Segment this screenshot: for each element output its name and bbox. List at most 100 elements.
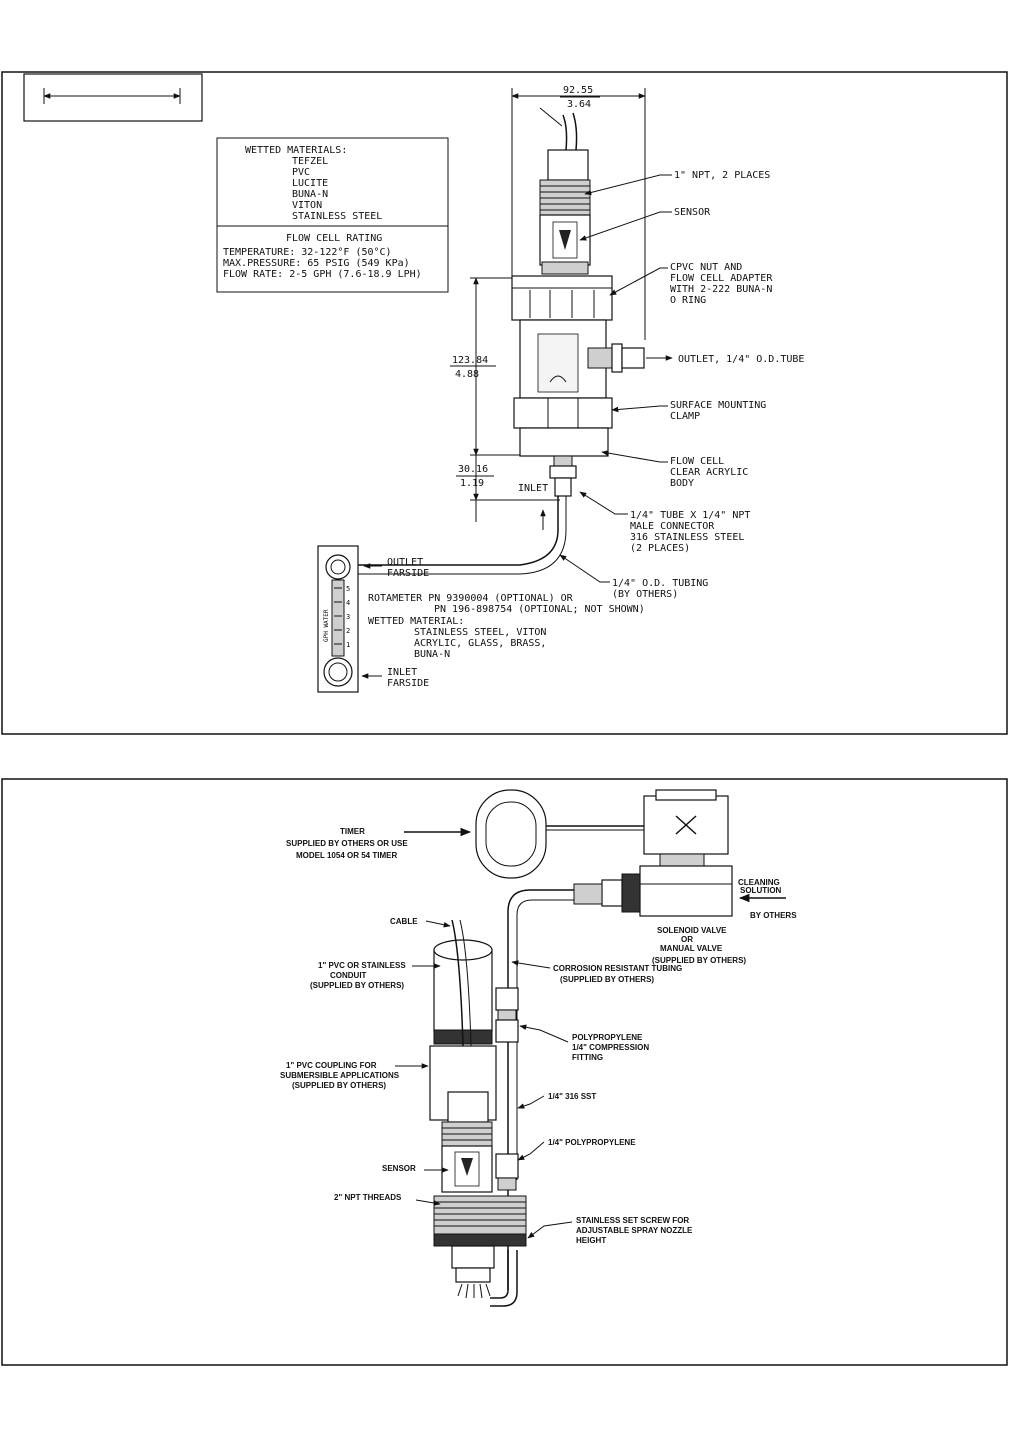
solenoid-valve [573, 789, 786, 917]
callout-cpvc: CPVC NUT AND [670, 262, 742, 273]
callout-rot-material: ACRYLIC, GLASS, BRASS, [414, 638, 546, 649]
callout-rot-material: BUNA-N [414, 649, 450, 660]
rotameter: 5 4 3 2 1 GPH WATER [317, 545, 359, 693]
callout-threads: 2" NPT THREADS [334, 1193, 402, 1202]
callout-timer: SUPPLIED BY OTHERS OR USE [286, 839, 408, 848]
material-item: LUCITE [292, 178, 328, 189]
timer [404, 789, 644, 879]
sensor-cap [547, 149, 589, 181]
material-item: TEFZEL [292, 156, 328, 167]
dim-width-mm: 92.55 [563, 85, 593, 96]
callout-cpvc: WITH 2-222 BUNA-N [670, 284, 772, 295]
material-item: PVC [292, 167, 310, 178]
callout-valve: (SUPPLIED BY OTHERS) [652, 956, 746, 965]
callout-cpvc: FLOW CELL ADAPTER [670, 273, 773, 284]
callout-tubing: (SUPPLIED BY OTHERS) [560, 975, 654, 984]
callout-cleaning: CLEANING [738, 878, 780, 887]
dim-width-in: 3.64 [567, 99, 591, 110]
materials-box: WETTED MATERIALS: TEFZEL PVC LUCITE BUNA… [216, 137, 449, 293]
callout-setscrew: ADJUSTABLE SPRAY NOZZLE [576, 1226, 693, 1235]
rating-flow: FLOW RATE: 2-5 GPH (7.6-18.9 LPH) [223, 269, 422, 280]
corrosion-tubing [507, 889, 574, 1290]
callout-connector: (2 PLACES) [630, 543, 690, 554]
material-item: BUNA-N [292, 189, 328, 200]
mounting-clamp [513, 397, 613, 429]
top-panel: WETTED MATERIALS: TEFZEL PVC LUCITE BUNA… [1, 71, 1008, 735]
npt-nut [433, 1195, 527, 1307]
callout-flowcell: BODY [670, 478, 694, 489]
material-item: STAINLESS STEEL [292, 211, 382, 222]
rotameter-tick: 1 [346, 641, 350, 649]
compression-fittings [495, 987, 519, 1191]
callout-connector: 316 STAINLESS STEEL [630, 532, 744, 543]
rotameter-label: GPH WATER [323, 609, 330, 642]
callout-setscrew: STAINLESS SET SCREW FOR [576, 1216, 689, 1225]
callout-inlet-farside: FARSIDE [387, 678, 429, 689]
callout-polypropylene: 1/4" POLYPROPYLENE [548, 1138, 636, 1147]
top-panel-frame [1, 71, 1008, 735]
callout-valve: MANUAL VALVE [660, 944, 723, 953]
callout-tubing: (BY OTHERS) [612, 589, 678, 600]
rating-heading: FLOW CELL RATING [286, 233, 382, 244]
bottom-panel: TIMER SUPPLIED BY OTHERS OR USE MODEL 10… [1, 778, 1008, 1366]
callout-coupling: SUBMERSIBLE APPLICATIONS [280, 1071, 400, 1080]
callout-npt: 1" NPT, 2 PLACES [674, 170, 770, 181]
dim-height-in: 4.88 [455, 369, 479, 380]
dimension-inlet: 30.16 1.19 INLET [456, 455, 560, 522]
cpvc-nut [511, 275, 613, 321]
rotameter-tick: 5 [346, 585, 350, 593]
materials-heading: WETTED MATERIALS: [245, 145, 347, 156]
callout-rotameter: ROTAMETER PN 9390004 (OPTIONAL) OR [368, 593, 574, 604]
callout-by-others: BY OTHERS [750, 911, 797, 920]
callout-sst: 1/4" 316 SST [548, 1092, 596, 1101]
callout-rotameter: PN 196-898754 (OPTIONAL; NOT SHOWN) [434, 604, 645, 615]
dimension-width: 92.55 3.64 [511, 85, 646, 340]
callout-connector: 1/4" TUBE X 1/4" NPT [630, 510, 750, 521]
bottom-callouts: TIMER SUPPLIED BY OTHERS OR USE MODEL 10… [280, 827, 797, 1245]
dimension-height: 123.84 4.88 [450, 277, 520, 456]
rotameter-tick: 4 [346, 599, 350, 607]
callout-rot-material: STAINLESS STEEL, VITON [414, 627, 546, 638]
callout-valve: SOLENOID VALVE [657, 926, 727, 935]
callout-tubing: CORROSION RESISTANT TUBING [553, 964, 682, 973]
callout-fitting: 1/4" COMPRESSION [572, 1043, 649, 1052]
callout-sensor: SENSOR [674, 207, 711, 218]
callout-fitting: POLYPROPYLENE [572, 1033, 643, 1042]
dim-height-mm: 123.84 [452, 355, 488, 366]
callout-clamp: CLAMP [670, 411, 700, 422]
inlet-label: INLET [518, 483, 548, 494]
callout-conduit: 1" PVC OR STAINLESS [318, 961, 406, 970]
top-callouts: 1" NPT, 2 PLACES SENSOR CPVC NUT AND FLO… [368, 170, 804, 689]
callout-cpvc: O RING [670, 295, 706, 306]
callout-cleaning: SOLUTION [740, 886, 782, 895]
flow-cell-assembly [330, 107, 673, 575]
callout-outlet: OUTLET, 1/4" O.D.TUBE [678, 354, 804, 365]
dim-inlet-in: 1.19 [460, 478, 484, 489]
callout-timer: TIMER [340, 827, 365, 836]
callout-coupling: (SUPPLIED BY OTHERS) [292, 1081, 386, 1090]
callout-conduit: CONDUIT [330, 971, 367, 980]
material-item: VITON [292, 200, 322, 211]
rotameter-tick: 3 [346, 613, 350, 621]
bottom-sensor [441, 1091, 493, 1193]
callout-outlet-farside: OUTLET [387, 557, 423, 568]
callout-valve: OR [681, 935, 693, 944]
callout-coupling: 1" PVC COUPLING FOR [286, 1061, 377, 1070]
callout-connector: MALE CONNECTOR [630, 521, 715, 532]
callout-flowcell: FLOW CELL [670, 456, 724, 467]
dim-inlet-mm: 30.16 [458, 464, 488, 475]
callout-flowcell: CLEAR ACRYLIC [670, 467, 748, 478]
top-leaders [361, 174, 672, 679]
bottom-panel-frame [1, 778, 1008, 1366]
callout-timer: MODEL 1054 OR 54 TIMER [296, 851, 397, 860]
rotameter-tick: 2 [346, 627, 350, 635]
callout-sensor: SENSOR [382, 1164, 416, 1173]
callout-clamp: SURFACE MOUNTING [670, 400, 766, 411]
rating-pressure: MAX.PRESSURE: 65 PSIG (549 KPa) [223, 258, 410, 269]
callout-outlet-farside: FARSIDE [387, 568, 429, 579]
callout-conduit: (SUPPLIED BY OTHERS) [310, 981, 404, 990]
callout-tubing: 1/4" O.D. TUBING [612, 578, 708, 589]
callout-fitting: FITTING [572, 1053, 603, 1062]
rating-temperature: TEMPERATURE: 32-122°F (50°C) [223, 247, 392, 258]
